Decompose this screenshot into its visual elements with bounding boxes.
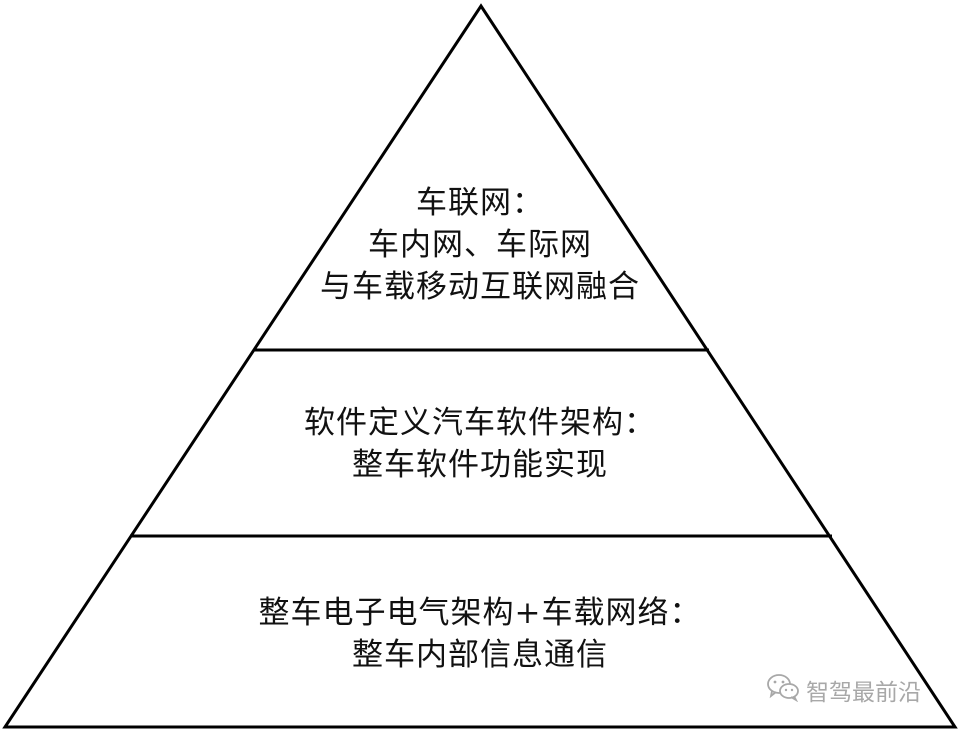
tier-bottom-label: 整车电子电气架构+车载网络： 整车内部信息通信 (0, 592, 960, 676)
tier-bottom-line-2: 整车内部信息通信 (352, 637, 608, 673)
tier-top-label: 车联网： 车内网、车际网 与车载移动互联网融合 (0, 182, 960, 308)
tier-middle-line-1: 软件定义汽车软件架构： (304, 405, 656, 441)
tier-middle-line-2: 整车软件功能实现 (352, 447, 608, 483)
tier-middle-label: 软件定义汽车软件架构： 整车软件功能实现 (0, 402, 960, 486)
tier-top-line-2: 车内网、车际网 (368, 227, 592, 263)
wechat-icon (766, 672, 800, 708)
tier-top-line-1: 车联网： (416, 185, 544, 221)
pyramid-outline (2, 3, 958, 729)
watermark: 智驾最前沿 (766, 672, 921, 708)
tier-bottom-line-1: 整车电子电气架构+车载网络： (258, 595, 702, 631)
tier-top-line-3: 与车载移动互联网融合 (320, 269, 640, 305)
watermark-text: 智驾最前沿 (806, 680, 921, 706)
